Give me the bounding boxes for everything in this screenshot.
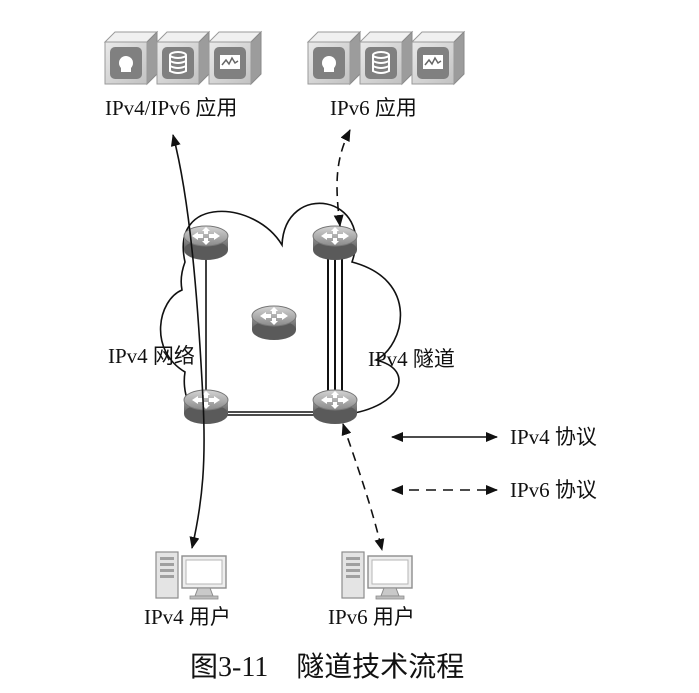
label-app-ipv4v6: IPv4/IPv6 应用 <box>105 96 237 120</box>
storage-server-icon <box>156 31 210 85</box>
router-icon <box>183 389 229 425</box>
router-icon <box>251 305 297 341</box>
storage-server-icon <box>359 31 413 85</box>
label-ipv4-network: IPv4 网络 <box>108 344 195 368</box>
label-user-ipv4: IPv4 用户 <box>144 605 231 629</box>
ipv4-protocol-path <box>170 134 205 549</box>
label-app-ipv6: IPv6 应用 <box>330 96 417 120</box>
label-ipv4-tunnel: IPv4 隧道 <box>368 347 455 371</box>
router-icon <box>312 225 358 261</box>
legend-ipv6-label: IPv6 协议 <box>510 478 597 502</box>
ipv6-protocol-path-top <box>333 129 351 227</box>
legend: IPv4 协议 IPv6 协议 <box>391 425 597 502</box>
server-group-ipv6 <box>307 31 465 85</box>
computer-icon <box>341 551 413 600</box>
ipv6-protocol-path-bottom <box>341 423 385 551</box>
database-server-icon <box>307 31 361 85</box>
database-server-icon <box>104 31 158 85</box>
legend-ipv4-label: IPv4 协议 <box>510 425 597 449</box>
computer-icon <box>155 551 227 600</box>
ipv4-tunnel <box>327 250 343 398</box>
router-icon <box>312 389 358 425</box>
label-user-ipv6: IPv6 用户 <box>328 605 415 629</box>
figure-caption: 图3-11 隧道技术流程 <box>190 651 464 683</box>
monitoring-server-icon <box>411 31 465 85</box>
ipv4-network-cloud <box>159 202 402 416</box>
monitoring-server-icon <box>208 31 262 85</box>
server-group-ipv4v6 <box>104 31 262 85</box>
